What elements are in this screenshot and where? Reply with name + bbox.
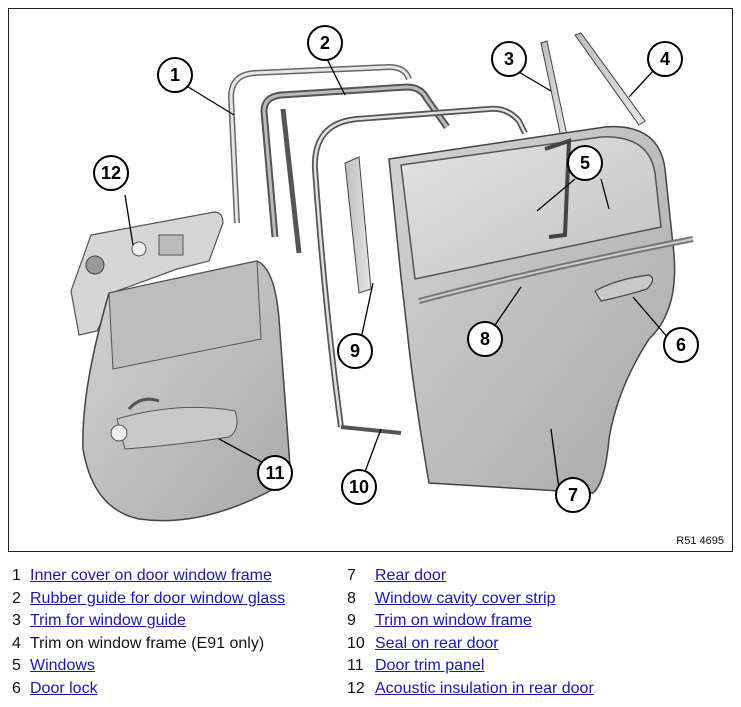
legend-number: 12: [347, 679, 365, 697]
legend-number: 4: [12, 634, 21, 652]
legend-number: 3: [12, 612, 21, 630]
legend-row: 6 Door lock: [12, 678, 285, 701]
legend-number: 2: [12, 589, 21, 607]
figure-reference-code: R51 4695: [676, 535, 724, 547]
legend-link-acoustic-insulation[interactable]: Acoustic insulation in rear door: [375, 679, 594, 697]
callout-9: 9: [350, 341, 360, 361]
legend-row: 4 Trim on window frame (E91 only): [12, 633, 285, 656]
legend-row: 5 Windows: [12, 655, 285, 678]
legend-link-door-seal[interactable]: Seal on rear door: [375, 634, 499, 652]
diagram-drawing: 1 2 3 4 5 6 7 8 9 10 11 12: [70, 25, 699, 522]
legend-column-left: 1 Inner cover on door window frame 2 Rubbe…: [12, 565, 285, 701]
callout-4: 4: [660, 49, 670, 69]
legend-number: 10: [347, 634, 365, 652]
legend-row: 12 Acoustic insulation in rear door: [347, 678, 594, 701]
legend-link-window-guide-trim[interactable]: Trim for window guide: [30, 612, 186, 630]
legend-link-windows[interactable]: Windows: [30, 657, 95, 675]
legend-link-inner-cover[interactable]: Inner cover on door window frame: [30, 567, 272, 584]
frame-trim-part: [344, 156, 372, 294]
callout-3: 3: [504, 49, 514, 69]
callout-1: 1: [170, 65, 180, 85]
door-lock-part: [594, 274, 654, 302]
callout-6: 6: [676, 335, 686, 355]
legend-number: 8: [347, 589, 356, 607]
legend-number: 7: [347, 567, 356, 584]
window-guide-trim-part: [540, 40, 570, 148]
legend-number: 6: [12, 679, 21, 697]
e91-frame-trim-part: [574, 32, 646, 126]
callout-5: 5: [580, 153, 590, 173]
callout-10: 10: [349, 477, 369, 497]
callout-11: 11: [265, 463, 284, 483]
legend-row: 2 Rubber guide for door window glass: [12, 588, 285, 611]
legend-link-rubber-guide[interactable]: Rubber guide for door window glass: [30, 589, 286, 607]
legend-number: 11: [347, 657, 364, 675]
legend-row: 11 Door trim panel: [347, 655, 594, 678]
legend-link-cavity-strip[interactable]: Window cavity cover strip: [375, 589, 556, 607]
legend-row: 8 Window cavity cover strip: [347, 588, 594, 611]
legend-number: 1: [12, 567, 21, 584]
legend-row: 3 Trim for window guide: [12, 610, 285, 633]
legend-number: 5: [12, 657, 21, 675]
legend-column-right: 7 Rear door 8 Window cavity cover strip 9 T…: [347, 565, 594, 701]
callout-2: 2: [320, 33, 330, 53]
legend-text-e91-trim: Trim on window frame (E91 only): [30, 634, 265, 652]
legend-link-door-trim-panel[interactable]: Door trim panel: [375, 657, 485, 675]
legend-row: 9 Trim on window frame: [347, 610, 594, 633]
legend-link-rear-door[interactable]: Rear door: [375, 567, 447, 584]
legend-link-door-lock[interactable]: Door lock: [30, 679, 98, 697]
callout-8: 8: [480, 329, 490, 349]
legend-link-frame-trim[interactable]: Trim on window frame: [375, 612, 532, 630]
legend-row: 7 Rear door: [347, 565, 594, 588]
legend-row: 10 Seal on rear door: [347, 633, 594, 656]
legend-number: 9: [347, 612, 356, 630]
legend-row: 1 Inner cover on door window frame: [12, 565, 285, 588]
exploded-diagram: 1 2 3 4 5 6 7 8 9 10 11 12 R51 4695: [8, 8, 733, 552]
callout-7: 7: [568, 485, 578, 505]
callout-12: 12: [101, 163, 121, 183]
